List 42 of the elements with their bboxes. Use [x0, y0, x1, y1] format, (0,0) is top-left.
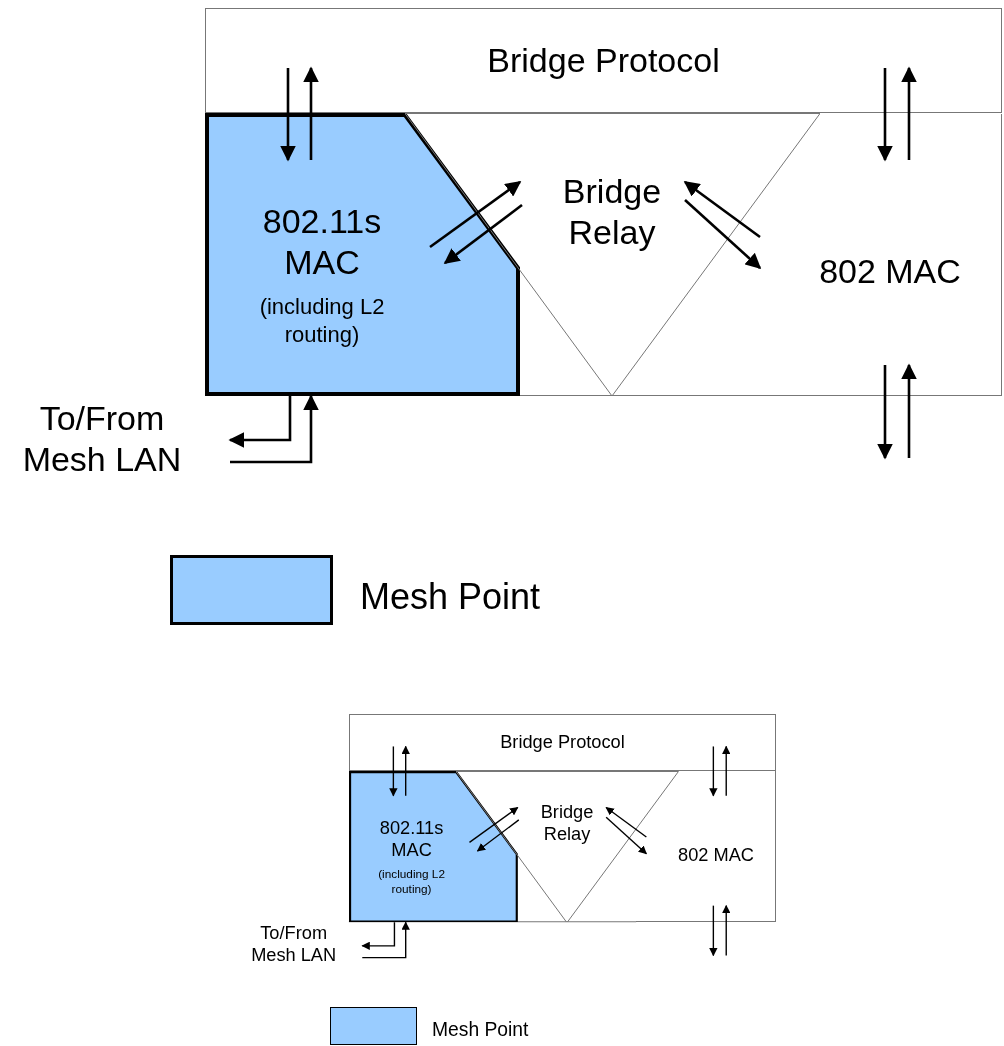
- arrow: [476, 819, 520, 852]
- arrow: [605, 806, 648, 838]
- layer-label: Bridge Protocol: [487, 40, 720, 81]
- arrow: [709, 745, 718, 797]
- layer-label: 802 MAC: [677, 843, 755, 867]
- port-label: To/From Mesh LAN: [21, 398, 183, 480]
- legend-label: Mesh Point: [360, 575, 541, 619]
- arrow: [684, 199, 762, 270]
- layer-label: Bridge Relay: [539, 801, 595, 846]
- arrow: [361, 921, 410, 959]
- arrow: [877, 365, 893, 460]
- arrow: [280, 68, 296, 162]
- arrow: [401, 745, 410, 797]
- legend-label: Mesh Point: [431, 1017, 529, 1042]
- layer-band: [348, 714, 777, 771]
- arrow: [722, 904, 731, 957]
- arrow: [722, 745, 731, 797]
- layer-label: 802.11s MAC: [378, 817, 445, 862]
- arrow: [303, 66, 319, 160]
- layer-note: (including L2 routing): [377, 867, 446, 897]
- layer-label: 802 MAC: [818, 251, 962, 292]
- layer-note: (including L2 routing): [258, 293, 386, 348]
- port-label: To/From Mesh LAN: [250, 923, 338, 968]
- arrow: [901, 66, 917, 160]
- layer-label: 802.11s MAC: [261, 201, 383, 283]
- arrow: [443, 203, 523, 265]
- arrow: [901, 363, 917, 458]
- arrow: [605, 816, 648, 855]
- layer-label: Bridge Protocol: [500, 730, 625, 754]
- layer-label: Bridge Relay: [561, 171, 663, 253]
- layer-band: [205, 8, 1002, 113]
- arrow: [709, 904, 718, 957]
- arrow: [228, 396, 292, 448]
- layer-region: [635, 771, 777, 923]
- arrow: [389, 745, 398, 797]
- arrow: [361, 921, 396, 950]
- arrow: [230, 394, 319, 464]
- layer-region: [740, 114, 1002, 396]
- arrow: [877, 68, 893, 162]
- arrow: [429, 180, 522, 249]
- arrow: [683, 180, 761, 239]
- arrow: [468, 806, 519, 844]
